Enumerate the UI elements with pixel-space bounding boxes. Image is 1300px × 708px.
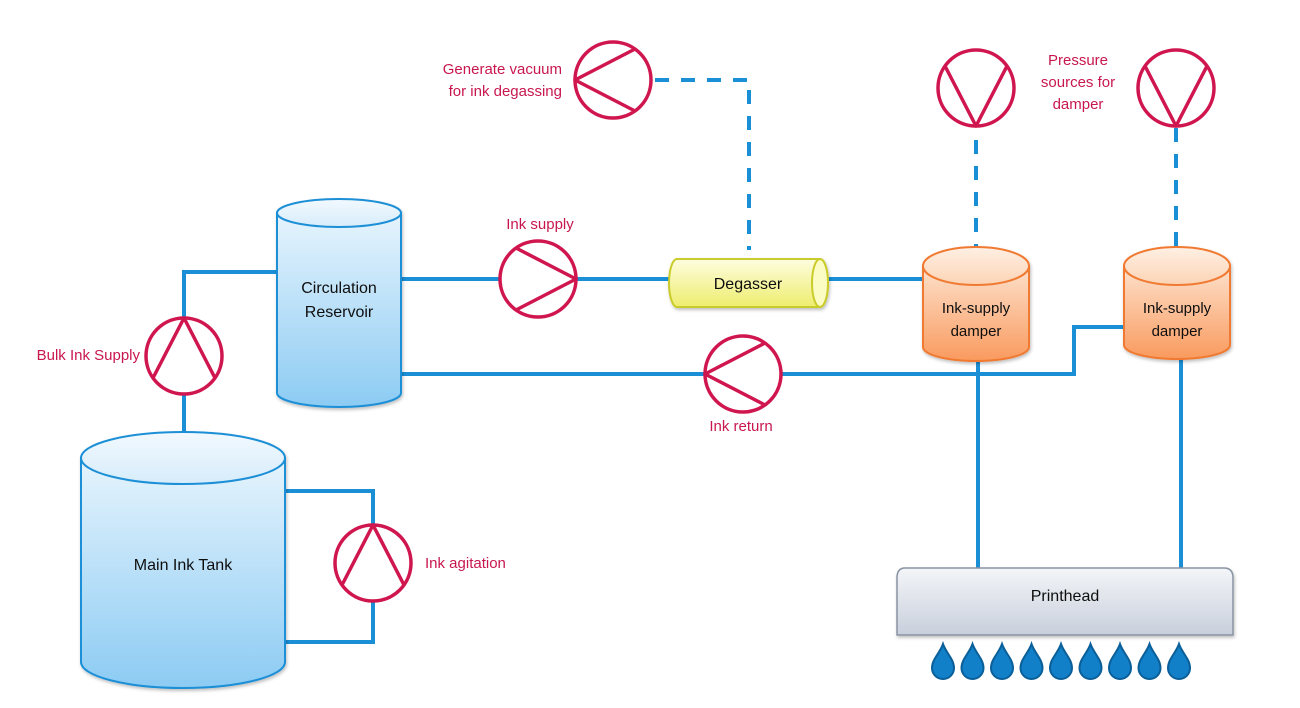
pump-arrow-up-icon: [151, 316, 217, 379]
pump-arrow-right-icon: [515, 246, 578, 312]
vacuum-label-line-1: Generate vacuum: [443, 61, 562, 78]
pump-bulk-ink-supply[interactable]: [144, 316, 224, 396]
ink-droplets: [930, 640, 1192, 680]
printhead-label: Printhead: [1031, 588, 1100, 605]
reservoir-label-line-2: Reservoir: [305, 304, 374, 321]
ink-droplet-icon: [930, 640, 956, 680]
pipe-vacuum-line: [655, 78, 751, 250]
ink-droplet-icon: [1078, 640, 1103, 680]
ink-supply-damper-2[interactable]: Ink-supply damper: [1123, 246, 1231, 360]
pump-arrow-left-icon: [573, 47, 636, 113]
ink-droplet-icon: [989, 640, 1015, 680]
ink-return-label: Ink return: [709, 418, 772, 435]
pump-ink-supply[interactable]: [498, 239, 578, 319]
degasser[interactable]: Degasser: [668, 258, 829, 308]
ink-droplet-icon: [1166, 640, 1192, 680]
ink-droplet-icon: [1019, 640, 1044, 680]
pressure-sources-label-line-3: damper: [1053, 96, 1104, 113]
ink-droplet-icon: [1137, 640, 1162, 680]
pump-pressure-source-1[interactable]: [936, 48, 1016, 128]
main-ink-tank-label: Main Ink Tank: [134, 557, 233, 574]
ink-supply-label: Ink supply: [506, 216, 574, 233]
ink-supply-damper-1[interactable]: Ink-supply damper: [922, 246, 1030, 362]
pump-arrow-down-icon: [943, 65, 1009, 128]
reservoir-label-line-1: Circulation: [301, 280, 377, 297]
ink-agitation-label: Ink agitation: [425, 555, 506, 572]
ink-droplet-icon: [960, 640, 985, 680]
main-ink-tank[interactable]: Main Ink Tank: [80, 431, 286, 689]
bulk-ink-supply-label: Bulk Ink Supply: [37, 347, 141, 364]
pump-arrow-down-icon: [1143, 65, 1209, 128]
pressure-sources-label-line-2: sources for: [1041, 74, 1115, 91]
degasser-label: Degasser: [714, 276, 783, 293]
pump-arrow-left-icon: [703, 341, 766, 407]
printhead[interactable]: Printhead: [896, 567, 1234, 636]
pump-vacuum[interactable]: [573, 40, 653, 120]
circulation-reservoir[interactable]: Circulation Reservoir: [276, 198, 402, 408]
pressure-sources-label-line-1: Pressure: [1048, 52, 1108, 69]
damper-1-label-line-2: damper: [951, 323, 1002, 340]
vacuum-label-line-2: for ink degassing: [449, 83, 562, 100]
pump-pressure-source-2[interactable]: [1136, 48, 1216, 128]
damper-2-label-line-2: damper: [1152, 323, 1203, 340]
ink-droplet-icon: [1048, 640, 1074, 680]
ink-droplet-icon: [1107, 640, 1133, 680]
pump-arrow-up-icon: [340, 523, 406, 586]
pump-ink-return[interactable]: [703, 334, 783, 414]
damper-2-label-line-1: Ink-supply: [1143, 300, 1212, 317]
pump-ink-agitation[interactable]: [333, 523, 413, 603]
damper-1-label-line-1: Ink-supply: [942, 300, 1011, 317]
